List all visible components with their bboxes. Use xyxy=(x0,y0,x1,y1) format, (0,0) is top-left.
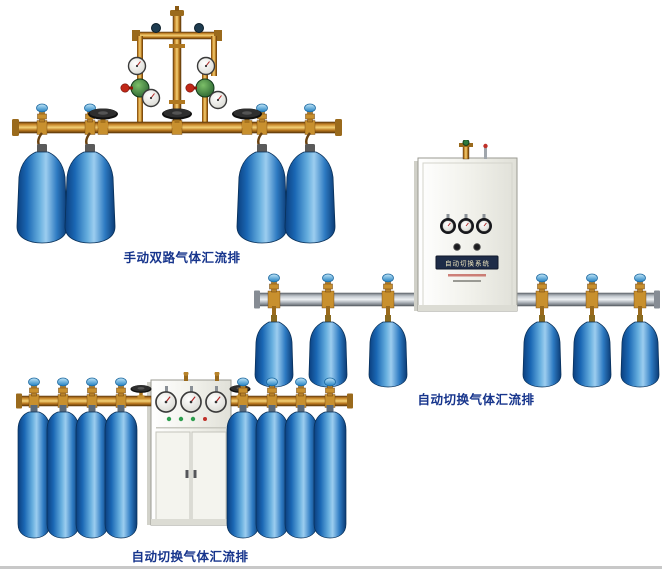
caption-auto-switch-wall-manifold: 自动切换气体汇流排 xyxy=(417,393,535,407)
connection-valve-icon xyxy=(57,377,69,397)
connection-valve-icon xyxy=(86,377,98,397)
connection-valve-icon xyxy=(586,273,598,293)
connection-valve-icon xyxy=(324,377,336,397)
connection-valve-icon xyxy=(268,273,280,293)
gas-cylinder xyxy=(522,314,562,388)
gas-cylinder xyxy=(75,404,109,539)
pressure-gauge-icon xyxy=(141,88,161,108)
gas-cylinder xyxy=(64,143,116,244)
indicator-knob-icon xyxy=(453,243,461,251)
door-handle-icon xyxy=(193,470,197,478)
green-valve-icon xyxy=(462,140,470,146)
indicator-knob-icon xyxy=(473,243,481,251)
figure-manual-dual-manifold xyxy=(8,6,348,246)
gas-cylinder xyxy=(368,314,408,388)
indicator-light-icon xyxy=(166,416,172,422)
shutoff-knob-icon xyxy=(151,23,161,33)
pressure-regulator-left xyxy=(120,56,161,124)
caption-manual-dual-manifold: 手动双路气体汇流排 xyxy=(123,251,241,265)
gas-cylinder xyxy=(313,404,347,539)
gas-cylinder xyxy=(284,404,318,539)
connection-valve-icon xyxy=(295,377,307,397)
red-knob-icon xyxy=(120,83,130,93)
gas-cylinder xyxy=(572,314,612,388)
door-handle-icon xyxy=(185,470,189,478)
connection-valve-icon xyxy=(36,103,48,123)
pressure-gauge-icon xyxy=(439,217,457,235)
gas-cylinder xyxy=(16,143,68,244)
figure-auto-switch-floor-manifold xyxy=(12,372,357,544)
pressure-gauge-icon xyxy=(457,217,475,235)
pressure-gauge-icon xyxy=(155,391,177,413)
cabinet-label: 自动切换系统 xyxy=(445,259,490,268)
gas-cylinder xyxy=(620,314,660,388)
pressure-gauge-icon xyxy=(208,90,228,110)
red-valve-icon xyxy=(483,143,488,149)
indicator-light-icon xyxy=(190,416,196,422)
gas-cylinder xyxy=(255,404,289,539)
connection-valve-icon xyxy=(28,377,40,397)
connection-valve-icon xyxy=(536,273,548,293)
connection-valve-icon xyxy=(304,103,316,123)
cabinet-door xyxy=(155,431,191,521)
connection-valve-icon xyxy=(634,273,646,293)
connection-valve-icon xyxy=(115,377,127,397)
gas-cylinder xyxy=(46,404,80,539)
connection-valve-icon xyxy=(266,377,278,397)
cabinet-label-plate xyxy=(435,255,499,270)
pressure-regulator-right xyxy=(185,56,228,124)
gas-cylinder xyxy=(226,404,260,539)
cabinet-door xyxy=(191,431,227,521)
cylinder-stubs xyxy=(272,306,642,317)
pressure-gauge-icon xyxy=(196,56,216,76)
pressure-gauge-icon xyxy=(127,56,147,76)
indicator-light-icon xyxy=(203,417,207,421)
pressure-gauge-icon xyxy=(180,391,202,413)
pressure-gauge-icon xyxy=(475,217,493,235)
gas-cylinder xyxy=(17,404,51,539)
connection-valve-icon xyxy=(382,273,394,293)
red-knob-icon xyxy=(185,83,195,93)
top-pipe-assembly xyxy=(132,6,222,125)
manifold-pipe xyxy=(16,393,353,409)
figure-auto-switch-wall-manifold: 自动切换系统 xyxy=(252,140,662,390)
control-cabinet xyxy=(147,372,232,526)
page-bottom-rule xyxy=(0,566,662,569)
shutoff-knob-icon xyxy=(194,23,204,33)
connection-valve-icon xyxy=(322,273,334,293)
control-cabinet: 自动切换系统 xyxy=(414,140,518,312)
gas-cylinder xyxy=(104,404,138,539)
caption-auto-switch-floor-manifold: 自动切换气体汇流排 xyxy=(131,550,249,564)
pressure-gauge-icon xyxy=(205,391,227,413)
indicator-light-icon xyxy=(178,416,184,422)
